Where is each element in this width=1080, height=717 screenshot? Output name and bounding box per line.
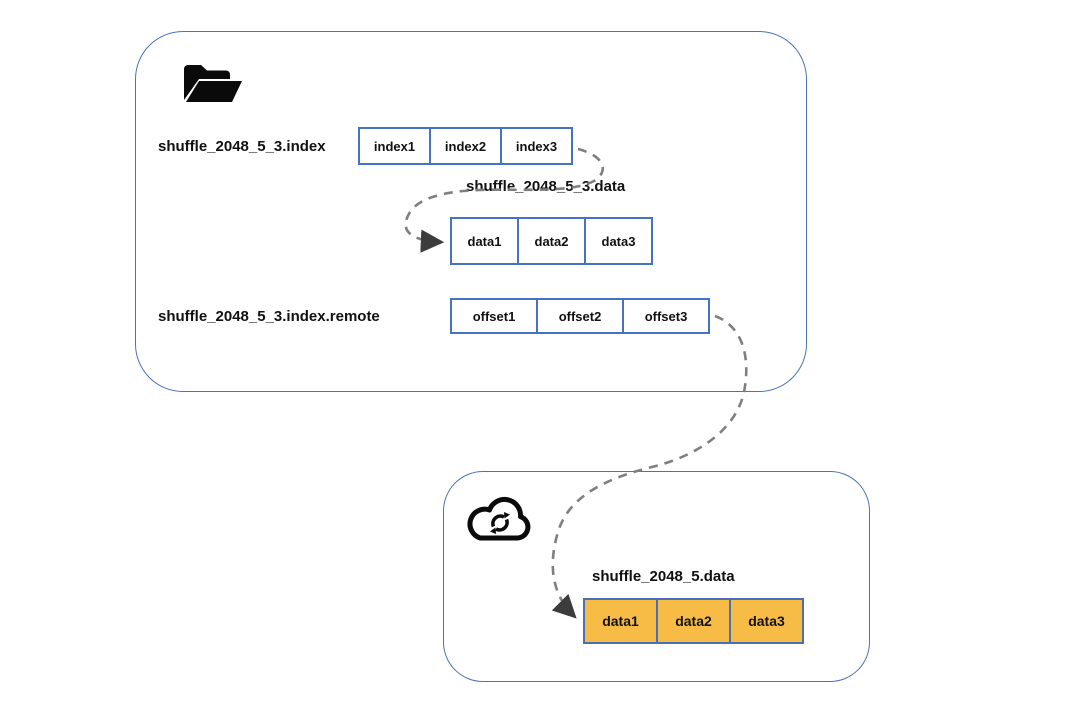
local-files-container: [135, 31, 807, 392]
data-cell: data2: [517, 217, 586, 265]
data-cell: data1: [450, 217, 519, 265]
local-data-file-label: shuffle_2048_5_3.data: [466, 178, 626, 195]
local-index-cells: index1 index2 index3: [358, 127, 573, 165]
index-cell: index3: [500, 127, 573, 165]
remote-data-cell: data2: [656, 598, 731, 644]
offset-cell: offset3: [622, 298, 710, 334]
remote-data-cells: data1 data2 data3: [583, 598, 804, 644]
offset-cell: offset2: [536, 298, 624, 334]
remote-data-cell: data1: [583, 598, 658, 644]
cloud-sync-icon: [460, 488, 540, 550]
remote-data-file-label: shuffle_2048_5.data: [592, 568, 735, 585]
local-index-remote-file-label: shuffle_2048_5_3.index.remote: [158, 308, 380, 325]
data-cell: data3: [584, 217, 653, 265]
local-data-cells: data1 data2 data3: [450, 217, 653, 265]
offset-cell: offset1: [450, 298, 538, 334]
local-index-file-label: shuffle_2048_5_3.index: [158, 138, 326, 155]
index-cell: index2: [429, 127, 502, 165]
open-folder-icon: [181, 60, 245, 110]
local-offset-cells: offset1 offset2 offset3: [450, 298, 710, 334]
index-cell: index1: [358, 127, 431, 165]
remote-data-cell: data3: [729, 598, 804, 644]
